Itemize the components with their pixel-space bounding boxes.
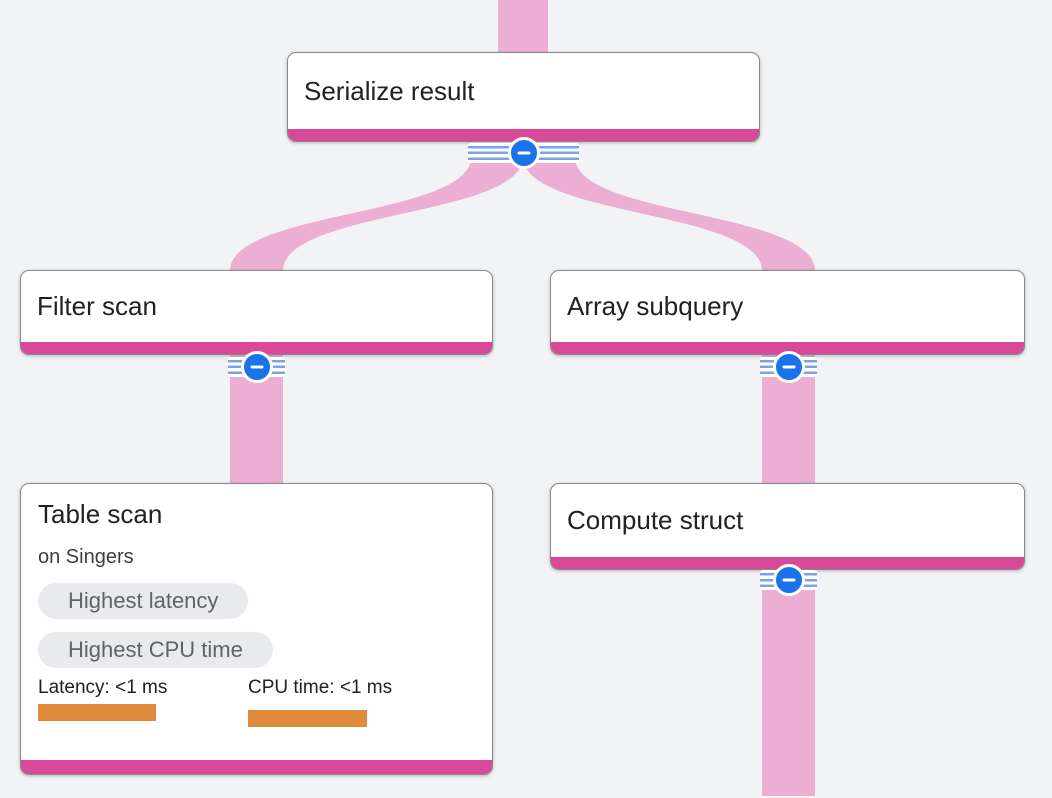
node-filter-scan[interactable]: Filter scan [20,270,493,355]
metrics-row: Latency: <1 ms CPU time: <1 ms [38,676,476,727]
flow-compute-struct-to-child [762,566,815,796]
node-title: Table scan [38,499,163,529]
node-body: Filter scan [21,271,492,342]
flow-serialize-result-to-array-subquery [523,157,815,271]
node-table-scan[interactable]: Table scan on Singers Highest latency Hi… [20,483,493,775]
flow-serialize-result-to-filter-scan [230,157,523,271]
minus-icon [507,137,540,169]
flow-array-subquery-to-compute-struct [762,350,815,487]
flow-parent-to-serialize-result [498,0,548,62]
collapse-button-filter-scan[interactable] [228,351,285,383]
node-body: Table scan on Singers Highest latency Hi… [21,484,492,760]
minus-icon [240,351,273,383]
metric-cpu-time: CPU time: <1 ms [248,676,458,727]
node-serialize-result[interactable]: Serialize result [287,52,760,142]
node-body: Serialize result [288,53,759,129]
metric-label: CPU time: <1 ms [248,677,393,698]
badge-row: Highest CPU time [38,619,476,668]
node-accent-bar [21,760,492,774]
node-accent-bar [551,557,1024,569]
node-compute-struct[interactable]: Compute struct [550,483,1025,570]
node-title: Array subquery [567,291,744,321]
node-accent-bar [551,342,1024,354]
badge-row: Highest latency [38,570,476,619]
metric-label: Latency: <1 ms [38,677,168,698]
cpu-time-bar [248,710,367,727]
badge-highest-cpu-time: Highest CPU time [38,632,273,668]
minus-glyph [250,365,263,369]
collapse-button-serialize-result[interactable] [468,137,579,169]
node-accent-bar [288,129,759,141]
minus-icon [772,351,805,383]
minus-glyph [517,151,530,155]
minus-glyph [782,365,795,369]
collapse-button-compute-struct[interactable] [760,564,817,596]
latency-bar [38,704,156,721]
node-title: Serialize result [304,75,475,106]
metric-latency: Latency: <1 ms [38,676,248,727]
node-subtitle: on Singers [38,546,134,568]
flow-filter-scan-to-table-scan [230,350,283,487]
node-title: Compute struct [567,505,744,535]
badge-highest-latency: Highest latency [38,583,249,619]
minus-glyph [782,578,795,582]
minus-icon [772,564,805,596]
node-title: Filter scan [37,291,157,321]
node-accent-bar [21,342,492,354]
node-body: Array subquery [551,271,1024,342]
collapse-button-array-subquery[interactable] [760,351,817,383]
node-array-subquery[interactable]: Array subquery [550,270,1025,355]
node-body: Compute struct [551,484,1024,557]
